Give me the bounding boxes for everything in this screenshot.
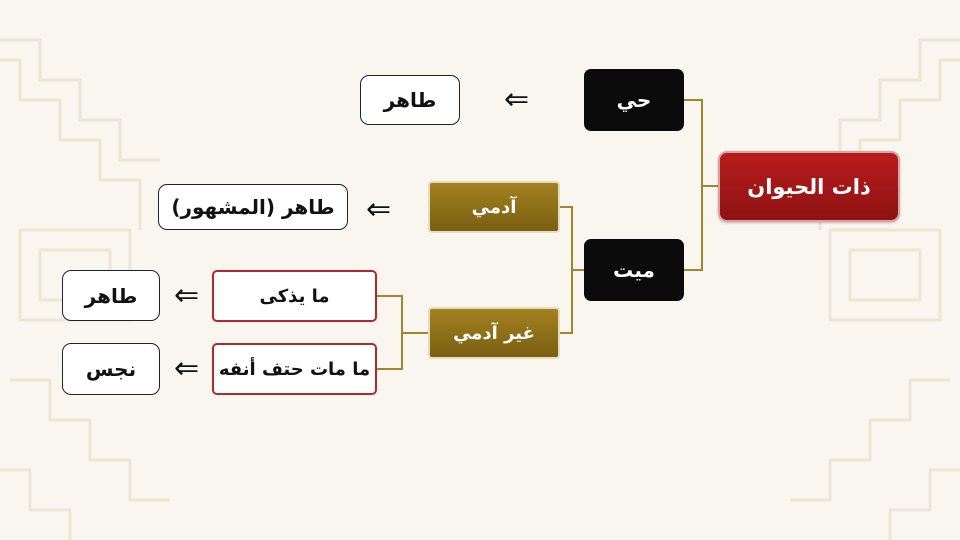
root-label: ذات الحيوان <box>747 174 871 199</box>
natural-death-result-label: نجس <box>85 357 137 381</box>
dead-node: ميت <box>584 239 684 301</box>
arrow-natural-death: ⇐ <box>174 351 200 386</box>
dead-label: ميت <box>613 258 655 282</box>
natural-death-node: ما مات حتف أنفه <box>212 343 377 395</box>
non-human-node: غير آدمي <box>428 307 560 359</box>
arrow-slaughtered: ⇐ <box>174 278 200 313</box>
slaughtered-result: طاهر <box>62 270 160 321</box>
alive-result-label: طاهر <box>383 88 437 112</box>
human-node: آدمي <box>428 181 560 233</box>
connector-root <box>684 99 718 271</box>
arrow-human: ⇐ <box>366 192 392 227</box>
arrow-alive: ⇐ <box>504 82 530 117</box>
slaughtered-node: ما يذكى <box>212 270 377 322</box>
connector-non-human <box>377 295 428 370</box>
natural-death-label: ما مات حتف أنفه <box>218 358 371 380</box>
human-result: طاهر (المشهور) <box>158 184 348 230</box>
root-node: ذات الحيوان <box>718 151 900 222</box>
alive-result: طاهر <box>360 75 460 125</box>
alive-label: حي <box>616 88 652 112</box>
human-result-label: طاهر (المشهور) <box>171 195 335 219</box>
alive-node: حي <box>584 69 684 131</box>
natural-death-result: نجس <box>62 343 160 395</box>
human-label: آدمي <box>471 196 517 218</box>
slaughtered-result-label: طاهر <box>84 283 138 308</box>
slaughtered-label: ما يذكى <box>259 285 330 307</box>
connector-dead <box>560 206 584 334</box>
non-human-label: غير آدمي <box>453 322 535 344</box>
